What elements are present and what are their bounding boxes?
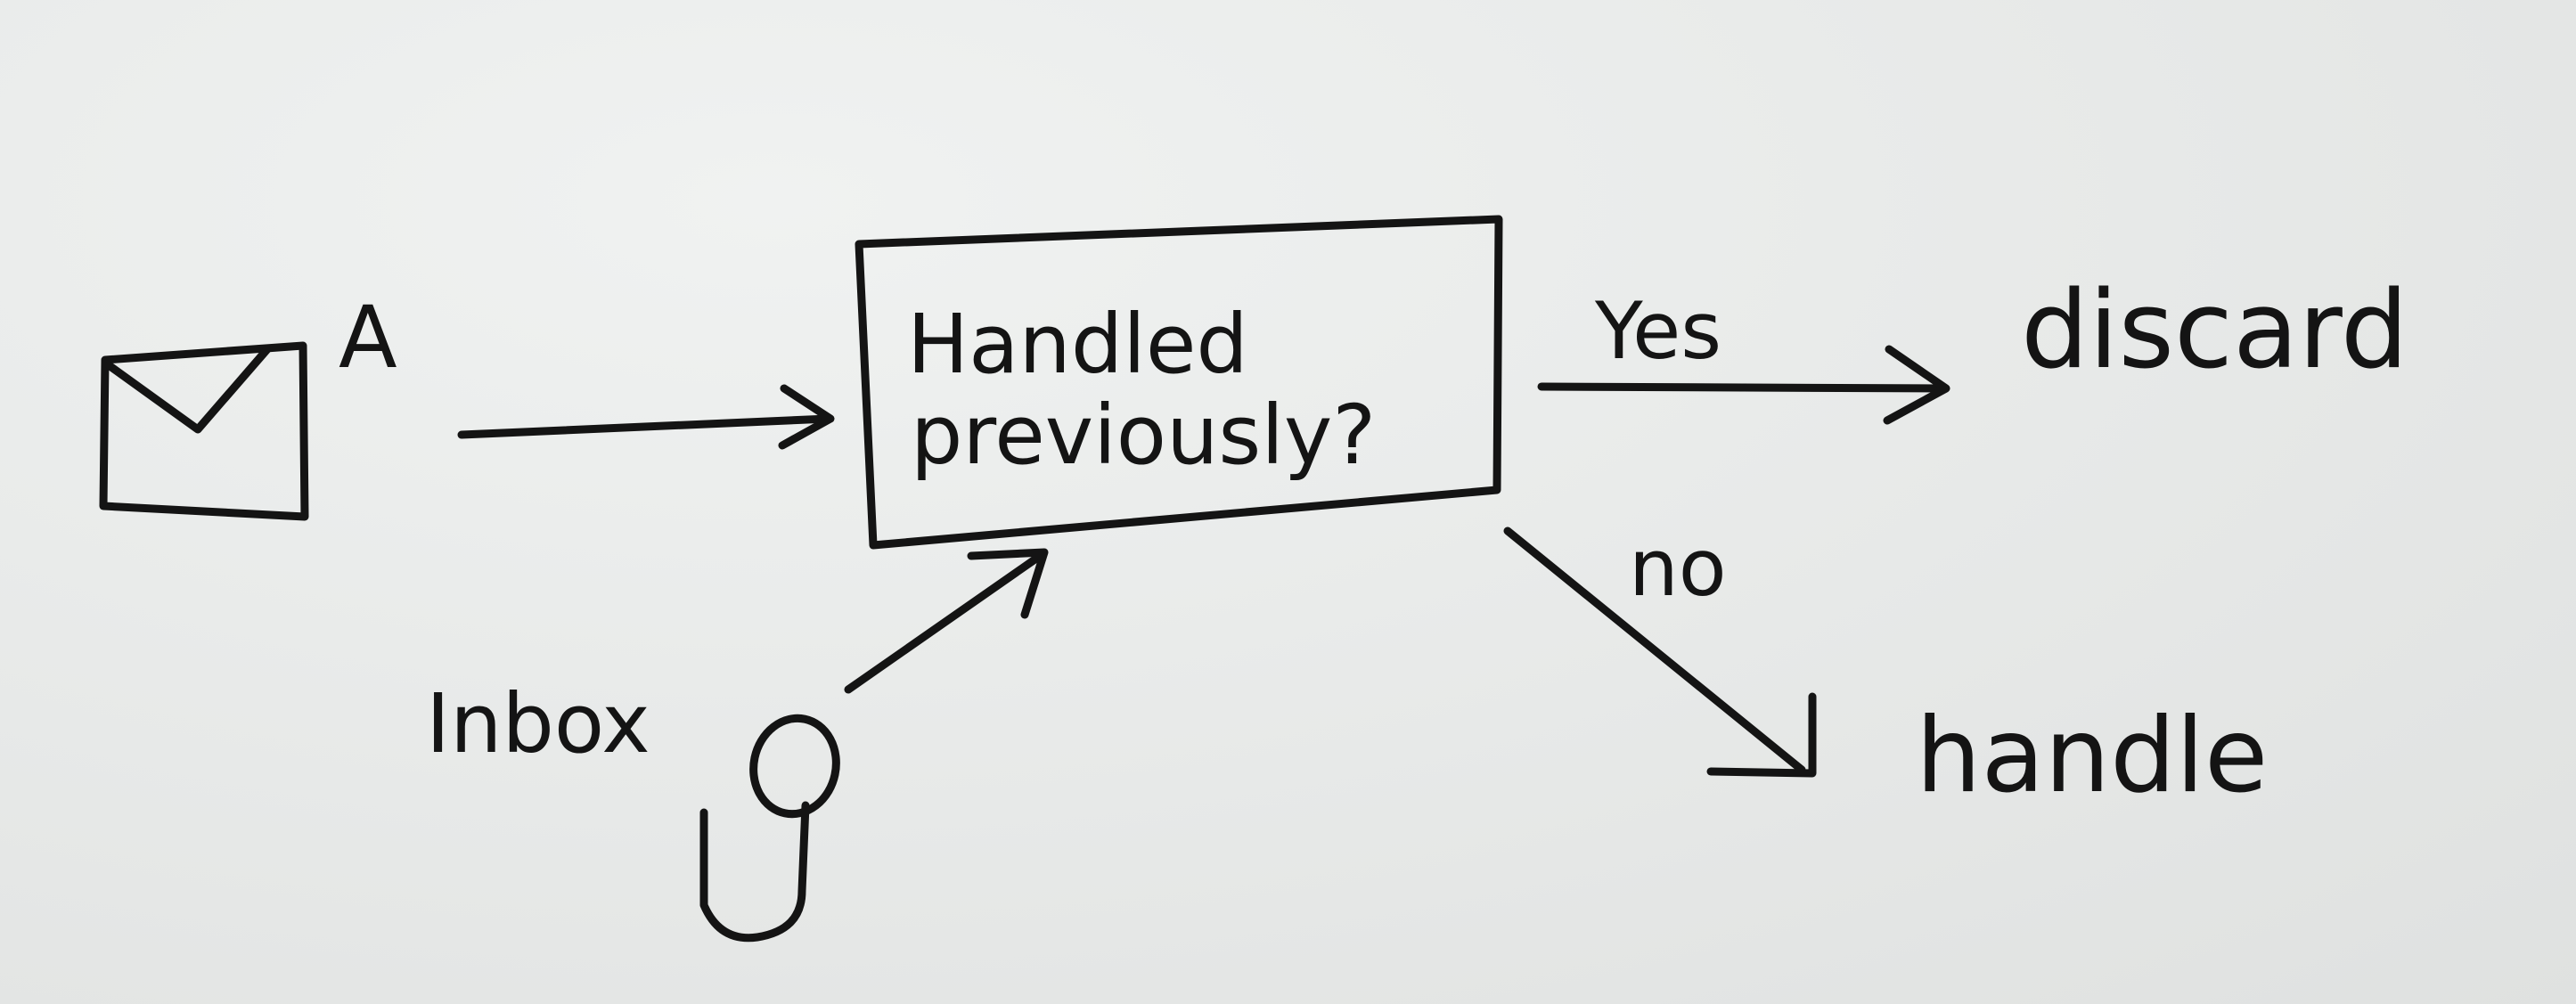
arrow-yes xyxy=(1537,345,1950,425)
decision-box: Handled previously? xyxy=(855,215,1503,550)
decision-label-line1: Handled xyxy=(907,297,1248,392)
arrow-message-to-decision xyxy=(457,384,835,450)
database-cylinder-icon xyxy=(699,714,840,943)
no-label: no xyxy=(1629,522,1727,614)
handle-outcome: handle xyxy=(1916,696,2268,816)
yes-label: Yes xyxy=(1594,285,1721,377)
decision-label-line2: previously? xyxy=(911,388,1376,483)
inbox-label: Inbox xyxy=(426,676,650,771)
arrow-inbox-to-decision xyxy=(844,548,1049,694)
envelope-icon xyxy=(99,341,309,521)
arrow-no xyxy=(1503,526,1817,778)
discard-outcome: discard xyxy=(2021,269,2408,393)
sender-label: A xyxy=(339,288,397,388)
